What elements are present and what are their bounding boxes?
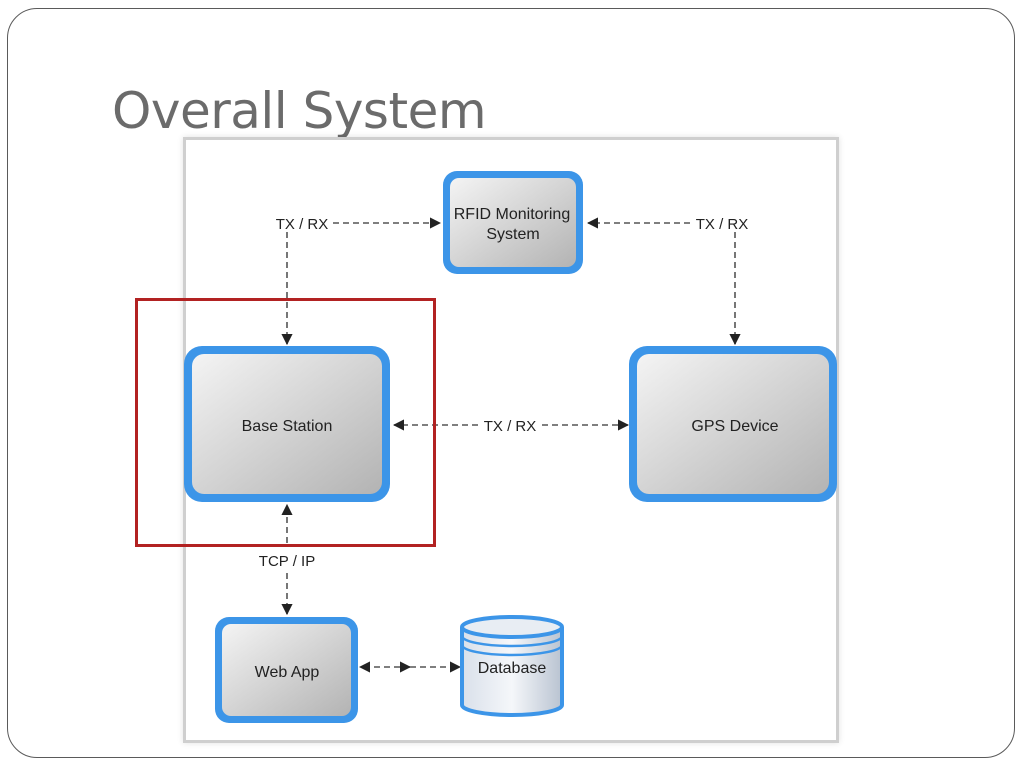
edge-label-base-rfid: TX / RX <box>276 216 329 233</box>
node-label-rfid-line2: System <box>486 226 539 243</box>
node-rfid-monitoring-system: RFID Monitoring System <box>443 171 583 274</box>
edge-label-rfid-gps: TX / RX <box>696 216 749 233</box>
slide-title: Overall System <box>112 82 487 140</box>
edge-base-rfid <box>281 217 442 346</box>
node-label-gps-device: GPS Device <box>691 418 778 435</box>
edge-rfid-gps <box>586 217 741 346</box>
node-web-app: Web App <box>215 617 358 723</box>
node-label-database: Database <box>478 660 547 677</box>
node-label-base-station: Base Station <box>242 418 333 435</box>
node-label-rfid-line1: RFID Monitoring <box>454 206 570 223</box>
node-label-web-app: Web App <box>255 664 320 681</box>
edge-label-base-webapp: TCP / IP <box>259 553 315 570</box>
node-base-station: Base Station <box>184 346 390 502</box>
edge-label-base-gps: TX / RX <box>484 418 537 435</box>
base-station-highlight <box>135 298 436 547</box>
node-gps-device: GPS Device <box>629 346 837 502</box>
node-database: Database <box>460 615 564 717</box>
